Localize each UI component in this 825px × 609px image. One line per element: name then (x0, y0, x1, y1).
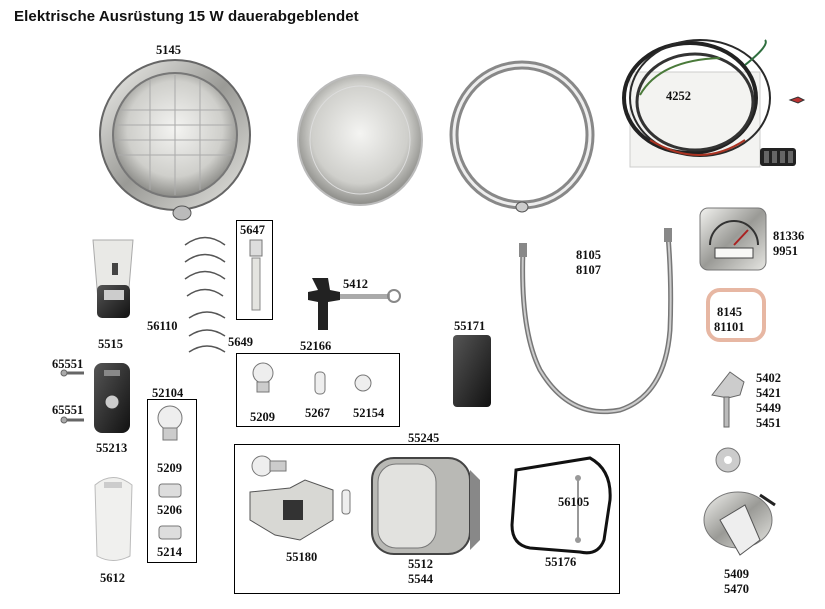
label-5451: 5451 (756, 416, 781, 430)
label-9951: 9951 (773, 244, 798, 258)
switch-housing-5515 (92, 239, 134, 318)
label-5214: 5214 (157, 545, 182, 559)
switch-55213 (94, 363, 130, 433)
label-65551-top: 65551 (52, 357, 84, 371)
label-5145: 5145 (156, 43, 181, 57)
page-title: Elektrische Ausrüstung 15 W dauerabgeble… (14, 8, 359, 25)
label-5206: 5206 (157, 503, 182, 517)
label-5412: 5412 (343, 277, 368, 291)
speedometer-81336 (699, 207, 767, 271)
label-52104: 52104 (152, 386, 184, 400)
label-5470: 5470 (724, 582, 749, 596)
box-5647 (236, 220, 273, 320)
label-8105: 8105 (576, 248, 601, 262)
label-5512: 5512 (408, 557, 433, 571)
label-8107: 8107 (576, 263, 601, 277)
label-81336: 81336 (773, 229, 805, 243)
label-4252: 4252 (666, 89, 691, 103)
label-5544: 5544 (408, 572, 433, 586)
reflector-55171 (453, 335, 491, 407)
label-5209-b: 5209 (157, 461, 182, 475)
label-5209-a: 5209 (250, 410, 275, 424)
headlight-ring (449, 60, 595, 213)
washer (715, 447, 741, 473)
label-55180: 55180 (286, 550, 318, 564)
label-56105: 56105 (558, 495, 590, 509)
label-55213: 55213 (96, 441, 128, 455)
tail-light-55245 (249, 455, 480, 555)
bulbs-52104 (157, 405, 183, 540)
label-5402: 5402 (756, 371, 781, 385)
box-52166 (236, 353, 400, 427)
cover-5612 (94, 477, 133, 561)
ignition-key-5402 (711, 371, 745, 428)
label-55171: 55171 (454, 319, 486, 333)
label-55245: 55245 (408, 431, 440, 445)
box-52104 (147, 399, 197, 563)
label-5612: 5612 (100, 571, 125, 585)
label-81101: 81101 (714, 320, 745, 334)
box-55245 (234, 444, 620, 594)
label-5421: 5421 (756, 386, 781, 400)
label-56110: 56110 (147, 319, 178, 333)
wiring-harness-4252 (622, 39, 806, 168)
label-5649: 5649 (228, 335, 253, 349)
label-8145: 8145 (717, 305, 742, 319)
gasket-55176 (510, 456, 612, 555)
screws-65551 (60, 369, 84, 424)
label-5515: 5515 (98, 337, 123, 351)
bolt-5647 (249, 239, 263, 311)
label-65551-bottom: 65551 (52, 403, 84, 417)
label-55176: 55176 (545, 555, 577, 569)
label-52154: 52154 (353, 406, 385, 420)
label-5449: 5449 (756, 401, 781, 415)
gasket-8145 (706, 288, 766, 342)
speedometer-cable-8105 (519, 228, 674, 415)
headlight-5145 (99, 59, 251, 221)
label-5647: 5647 (240, 223, 265, 237)
label-52166: 52166 (300, 339, 332, 353)
label-5267: 5267 (305, 406, 330, 420)
ignition-lock-5409 (703, 491, 776, 556)
bulbs-52166 (252, 362, 372, 395)
springs-56110 (184, 236, 226, 353)
screw-5412 (308, 278, 401, 330)
headlight-lens (297, 74, 423, 206)
label-5409: 5409 (724, 567, 749, 581)
